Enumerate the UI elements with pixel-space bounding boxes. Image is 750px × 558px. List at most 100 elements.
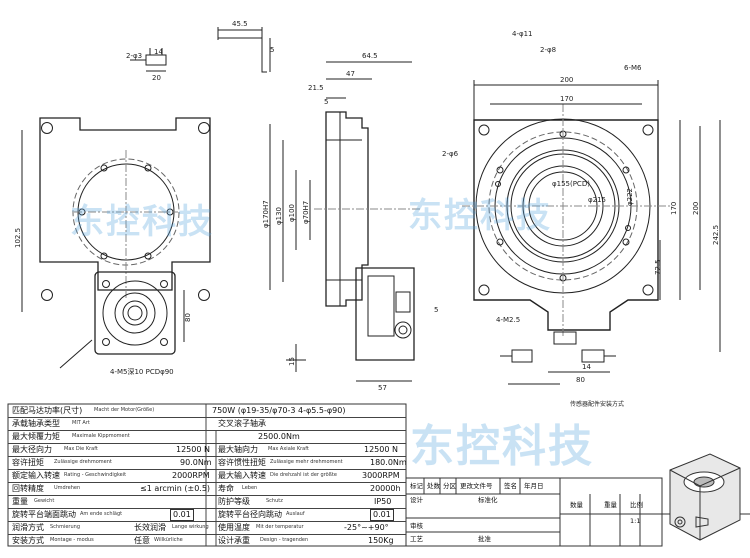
dim-key-5: 5: [270, 46, 274, 54]
dim-top-80: 80: [576, 376, 585, 384]
title-header: 处数: [427, 482, 440, 490]
dim-side-15: 15: [288, 357, 296, 366]
spec-row: 安装方式 Montage - modus 任意 Willkürliche 设计承…: [8, 534, 406, 547]
spec-label: 最大径向力: [12, 445, 52, 454]
spec-value: 20000h: [370, 484, 401, 493]
dim-top-170v: 170: [670, 202, 678, 215]
dim-top-phi222: φ222: [626, 188, 634, 206]
spec-value: -25°~+90°: [344, 523, 389, 532]
side-body-outline: [325, 111, 369, 307]
spec-value: 90.0Nm: [180, 458, 212, 467]
spec-label: 最大输入转速: [218, 471, 266, 480]
motor-adapter-square: [94, 271, 176, 355]
projection-symbol: [674, 516, 709, 528]
spec-row: 容许扭矩 Zulässige drehmoment 90.0Nm 容许惯性扭矩 …: [8, 456, 407, 470]
spec-value: 任意: [134, 536, 150, 545]
dim-key-2-phi3: 2-φ3: [126, 52, 142, 60]
spec-sublabel: Mit der temperatur: [256, 524, 304, 530]
dim-side-phi100: φ100: [288, 204, 296, 222]
spec-sublabel: Zulässige mehr drehmoment: [270, 459, 343, 465]
spec-sublabel: Gewicht: [34, 498, 55, 504]
dim-front-102-5: 102.5: [14, 228, 22, 248]
title-header: 年月日: [524, 482, 544, 490]
dim-top-6-m6: 6-M6: [624, 64, 642, 72]
spec-sublabel: Auslauf: [286, 511, 305, 517]
spec-sublabel: Zulässige drehmoment: [54, 459, 112, 465]
spec-sublabel: Macht der Motor(Größe): [94, 407, 155, 413]
spec-row: 承载轴承类型 MIT Art 交叉滚子轴承: [8, 417, 406, 431]
spec-label: 安装方式: [12, 536, 44, 545]
spec-sublabel: Max Axiale Kraft: [268, 446, 309, 452]
spec-value: 180.0Nm: [370, 458, 407, 467]
spec-row: 最大倾覆力矩 Maximale Kippmoment 2500.0Nm: [8, 430, 406, 444]
spec-label: 容许扭矩: [12, 458, 44, 467]
spec-row: 旋转平台端面跳动 Am ende schlägt 0.01 旋转平台径向跳动 A…: [8, 508, 406, 522]
dim-side-21-5: 21.5: [308, 84, 324, 92]
title-header: 分区: [443, 482, 456, 490]
dim-side-64-5: 64.5: [362, 52, 378, 60]
top-housing-outline: [473, 119, 659, 331]
title-block: 标记 处数 分区 更改文件号 签名 年月日 设计 标准化 审核 工艺 批准 数量…: [408, 478, 662, 546]
dim-side-47: 47: [346, 70, 355, 78]
key-bent-profile: [218, 37, 267, 73]
spec-label: 容许惯性扭矩: [218, 458, 266, 467]
side-motor-housing: [355, 267, 415, 361]
dim-top-phi215: φ215: [588, 196, 606, 204]
spec-value: 3000RPM: [362, 471, 400, 480]
spec-value: 交叉滚子轴承: [218, 419, 266, 428]
title-scale: 比例: [630, 501, 643, 509]
spec-row: 回转精度 Umdrehen ≤1 arcmin (±0.5) 寿命 Leben …: [8, 482, 406, 496]
title-scale-value: 1:1: [630, 517, 641, 525]
spec-sublabel: Leben: [242, 485, 258, 491]
dim-top-200v: 200: [692, 202, 700, 215]
dim-front-m5: 4-M5深10 PCDφ90: [110, 367, 174, 376]
spec-value: 长效润滑: [134, 523, 166, 532]
dim-key-20: 20: [152, 74, 161, 82]
title-approve: 批准: [478, 535, 491, 543]
spec-sublabel: Schutz: [266, 498, 283, 504]
spec-value: 0.01: [170, 509, 194, 521]
key-detail: [130, 27, 271, 73]
spec-row: 额定输入转速 Rating - Geschwindigkeit 2000RPM …: [8, 469, 406, 483]
spec-row: 润滑方式 Schmierung 长效润滑 Lange wirkung 使用温度 …: [8, 521, 406, 535]
spec-value: 12500 N: [176, 445, 210, 454]
spec-sublabel: Montage - modus: [50, 537, 94, 543]
spec-sublabel: Rating - Geschwindigkeit: [64, 472, 127, 478]
spec-value: 150Kg: [368, 536, 394, 545]
spec-label: 最大倾覆力矩: [12, 432, 60, 441]
dim-top-170: 170: [560, 95, 573, 103]
title-weight: 重量: [604, 501, 617, 509]
spec-label: 匹配马达功率(尺寸): [12, 406, 83, 415]
title-design: 设计: [410, 496, 423, 504]
dim-side-phi130: φ130: [275, 207, 283, 225]
watermark: 东控科技: [410, 421, 594, 472]
dim-top-72-5: 72.5: [654, 259, 662, 275]
dim-key-45-5: 45.5: [232, 20, 248, 28]
front-view: [21, 117, 211, 369]
title-standard: 标准化: [478, 496, 498, 504]
dim-top-200: 200: [560, 76, 573, 84]
spec-label: 承载轴承类型: [12, 419, 60, 428]
dim-side-5: 5: [324, 98, 328, 106]
title-block-frame: [405, 477, 750, 547]
spec-label: 回转精度: [12, 484, 44, 493]
spec-label: 旋转平台端面跳动: [12, 510, 76, 519]
spec-label: 设计承重: [218, 536, 250, 545]
watermark: 东控科技: [408, 196, 552, 236]
spec-label: 最大轴向力: [218, 445, 258, 454]
side-view: [269, 61, 422, 382]
dim-top-242-5: 242.5: [712, 225, 720, 245]
sensor-mount-note: 传感器配件安装方式: [570, 400, 624, 408]
key-outline: [145, 54, 167, 66]
spec-value: 12500 N: [364, 445, 398, 454]
spec-label: 润滑方式: [12, 523, 44, 532]
dim-top-4-phi11: 4-φ11: [512, 30, 533, 38]
spec-sublabel: MIT Art: [72, 420, 90, 426]
spec-label: 防护等级: [218, 497, 250, 506]
title-qty: 数量: [570, 501, 583, 509]
spec-sublabel: Am ende schlägt: [80, 511, 123, 517]
title-header: 标记: [410, 482, 423, 490]
dim-front-80: 80: [184, 313, 192, 322]
